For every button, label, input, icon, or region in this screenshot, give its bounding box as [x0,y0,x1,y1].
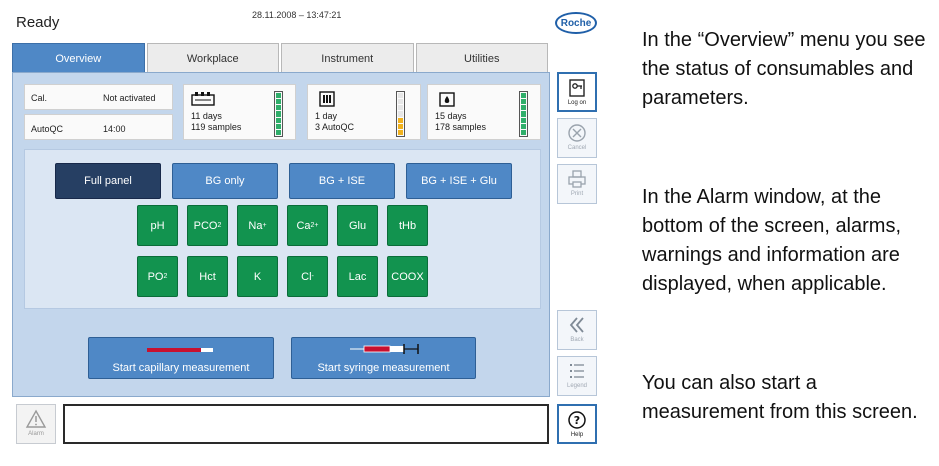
param-sup: - [311,273,314,280]
mode-bg-only[interactable]: BG only [172,163,278,199]
param-lac[interactable]: Lac [337,256,378,297]
mode-bg-ise[interactable]: BG + ISE [289,163,395,199]
param-cl[interactable]: Cl- [287,256,328,297]
logo-text: Roche [560,17,592,29]
param-k[interactable]: K [237,256,278,297]
solution-pack-icon [439,92,455,107]
autoqc-label: AutoQC [31,124,64,134]
consumable-samples: 178 samples [435,122,487,132]
legend-button[interactable]: Legend [557,356,597,396]
param-label: Glu [348,219,367,232]
sensor-cassette-icon [191,92,215,106]
param-glu[interactable]: Glu [337,205,378,246]
start-capillary-button[interactable]: Start capillary measurement [88,337,274,379]
param-hct[interactable]: Hct [187,256,228,297]
param-sup: + [262,222,267,229]
description-measurement: You can also start a measurement from th… [642,372,918,423]
param-na[interactable]: Na+ [237,205,278,246]
consumable-samples: 119 samples [191,122,242,132]
help-icon: ? [568,411,586,429]
mode-full-panel[interactable]: Full panel [55,163,161,199]
description-alarm: In the Alarm window, at the bottom of th… [642,186,902,295]
param-label: Na [248,219,263,232]
param-sub: 2 [217,222,222,229]
list-icon [570,364,584,378]
cal-label: Cal. [31,93,48,103]
param-label: K [253,270,262,283]
tab-overview[interactable]: Overview [12,43,145,73]
cancel-button[interactable]: Cancel [557,118,597,158]
param-label: pH [150,219,165,232]
syringe-label: Start syringe measurement [317,362,450,374]
print-button[interactable]: Print [557,164,597,204]
param-label: Hct [199,270,216,283]
level-gauge [396,91,405,137]
autoqc-pack-icon [319,91,335,107]
consumable-solution-pack[interactable]: 15 days 178 samples [427,84,541,140]
double-chevron-left-icon [569,317,584,333]
param-label: tHb [398,219,417,232]
print-label: Print [570,191,584,197]
consumable-days: 1 day [315,111,338,121]
back-button[interactable]: Back [557,310,597,350]
logon-button[interactable]: Log on [557,72,597,112]
param-coox[interactable]: COOX [387,256,428,297]
cancel-icon [568,124,586,142]
consumable-autoqc: 3 AutoQC [315,122,355,132]
roche-logo: Roche [555,12,597,34]
param-label: Lac [348,270,367,283]
svg-text:?: ? [574,414,580,427]
param-label: PO [147,270,164,283]
printer-icon [568,170,586,188]
status-title: Ready [16,14,60,31]
calibration-status: Cal. Not activated [24,84,173,110]
consumable-days: 15 days [435,111,467,121]
consumable-autoqc-pack[interactable]: 1 day 3 AutoQC [307,84,421,140]
param-thb[interactable]: tHb [387,205,428,246]
overview-panel: Cal. Not activated AutoQC 14:00 11 days … [12,72,550,397]
legend-label: Legend [566,383,588,389]
key-icon [569,79,585,97]
back-label: Back [570,337,584,343]
mode-bg-ise-glu[interactable]: BG + ISE + Glu [406,163,512,199]
logon-label: Log on [567,100,587,106]
parameter-selection: Full panel BG only BG + ISE BG + ISE + G… [24,149,541,309]
cal-value: Not activated [103,93,156,103]
consumable-days: 11 days [191,111,222,121]
capillary-label: Start capillary measurement [112,362,250,374]
param-label: Ca [296,219,311,232]
param-sub: 2 [163,273,168,280]
level-gauge [274,91,283,137]
tab-workplace[interactable]: Workplace [146,43,279,73]
autoqc-status: AutoQC 14:00 [24,114,173,140]
date-time: 28.11.2008 – 13:47:21 [252,10,342,20]
param-label: Cl [301,270,312,283]
tab-utilities[interactable]: Utilities [415,43,548,73]
tab-bar: Overview Workplace Instrument Utilities [12,43,548,73]
instrument-screen: Ready 28.11.2008 – 13:47:21 Roche Overvi… [12,10,597,444]
help-label: Help [570,432,584,438]
syringe-icon [350,344,419,354]
autoqc-value: 14:00 [103,124,126,134]
tab-instrument[interactable]: Instrument [281,43,414,73]
alarm-button[interactable]: Alarm [16,404,56,444]
consumable-sensor-cassette[interactable]: 11 days 119 samples [183,84,296,140]
param-sup: 2+ [310,222,319,229]
param-label: PCO [193,219,218,232]
capillary-icon [147,348,213,352]
level-gauge [519,91,528,137]
start-syringe-button[interactable]: Start syringe measurement [291,337,476,379]
warning-triangle-icon [25,409,47,428]
description-overview: In the “Overview” menu you see the statu… [642,29,926,109]
alarm-window [63,404,549,444]
cancel-label: Cancel [567,145,587,151]
param-label: COOX [391,270,424,283]
help-button[interactable]: ? Help [557,404,597,444]
alarm-label: Alarm [28,431,44,437]
param-ph[interactable]: pH [137,205,178,246]
